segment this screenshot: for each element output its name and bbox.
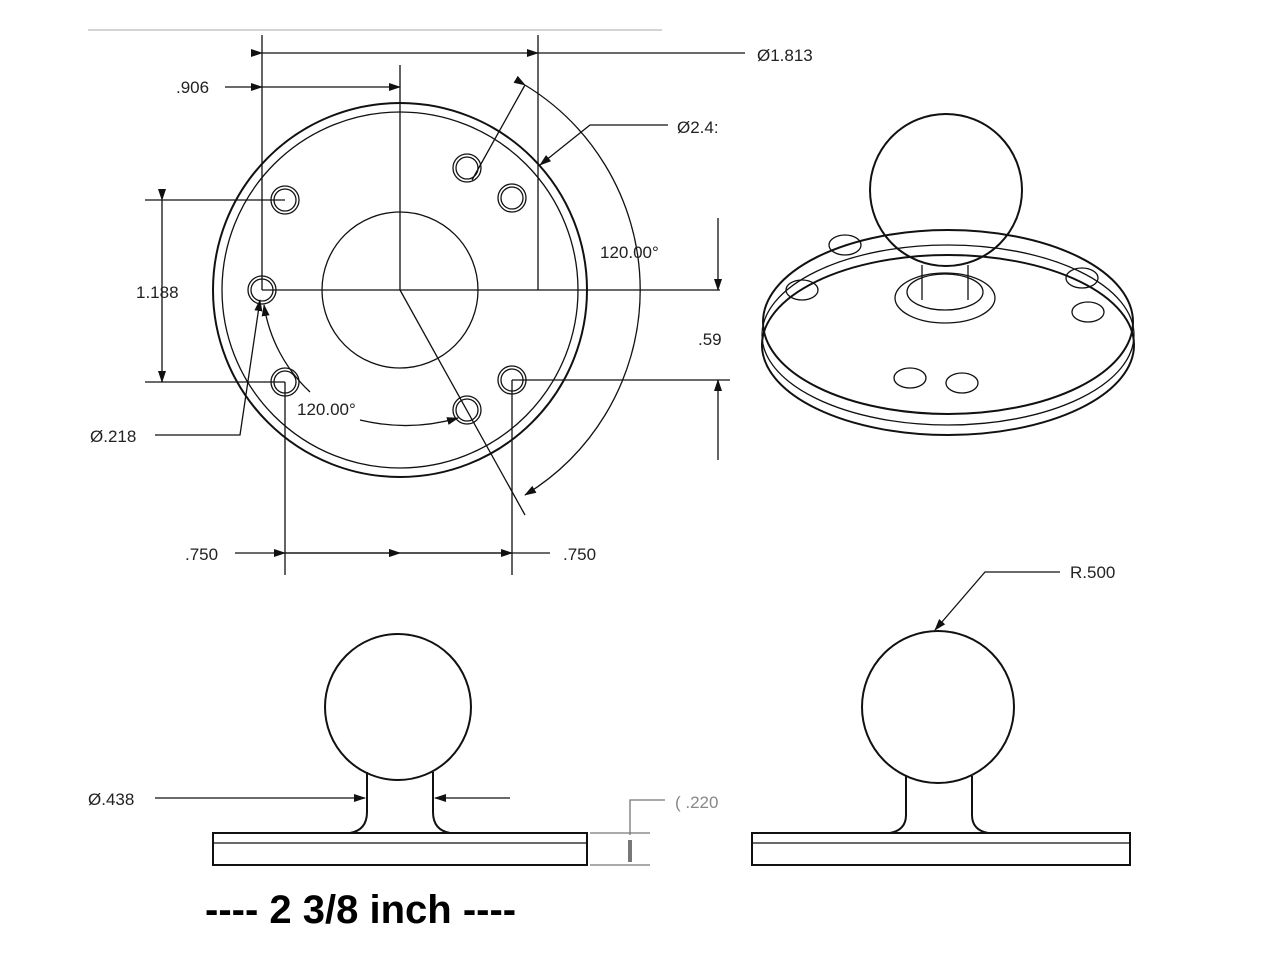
half-vertical-label: .59 bbox=[698, 330, 722, 349]
dimension-lines bbox=[145, 35, 745, 575]
side-view: R.500 bbox=[751, 563, 1131, 866]
plan-view: Ø1.813 Ø2.4: .906 1.188 .59 120.00° 120.… bbox=[90, 35, 813, 575]
isometric-view bbox=[761, 113, 1135, 436]
half-spacing-label: .906 bbox=[176, 78, 209, 97]
base-thickness-label: ( .220 bbox=[675, 793, 718, 812]
bolt-circle-diameter-label: Ø1.813 bbox=[757, 46, 813, 65]
angle-left-label: 120.00° bbox=[297, 400, 356, 419]
vertical-spacing-label: 1.188 bbox=[136, 283, 179, 302]
front-view: Ø.438 ( .220 bbox=[88, 633, 718, 866]
ball bbox=[324, 633, 472, 781]
ball bbox=[861, 630, 1015, 784]
center-lines bbox=[262, 65, 720, 516]
base-diameter-label: Ø2.4: bbox=[677, 118, 719, 137]
horizontal-left-label: .750 bbox=[185, 545, 218, 564]
hole-diameter-label: Ø.218 bbox=[90, 427, 136, 446]
mounting-holes bbox=[247, 153, 527, 425]
horizontal-right-label: .750 bbox=[563, 545, 596, 564]
neck-diameter-label: Ø.438 bbox=[88, 790, 134, 809]
ball-radius-label: R.500 bbox=[1070, 563, 1115, 582]
size-caption: ---- 2 3/8 inch ---- bbox=[205, 888, 517, 932]
ball bbox=[869, 113, 1023, 267]
angle-right-label: 120.00° bbox=[600, 243, 659, 262]
